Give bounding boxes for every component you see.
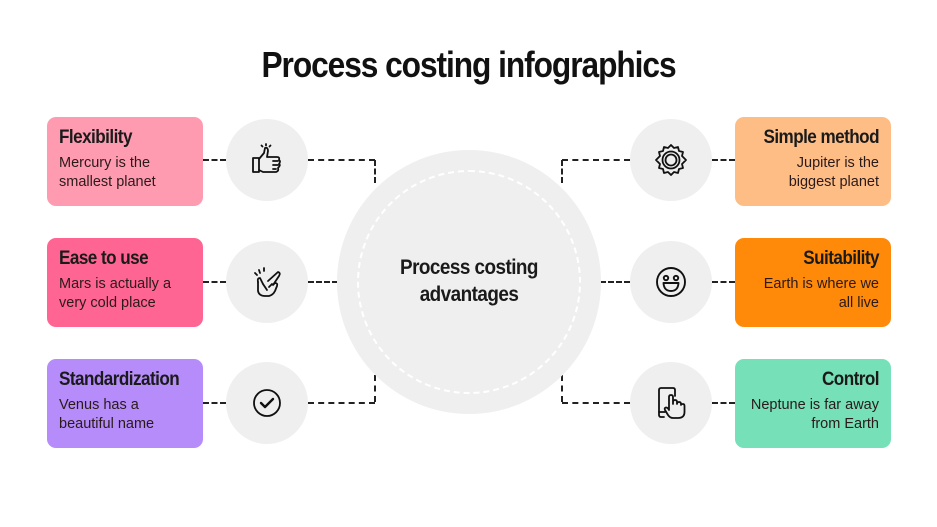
connector-line: [308, 402, 375, 404]
connector-line: [374, 160, 376, 183]
icon-circle-control: [630, 362, 712, 444]
center-circle: Process costing advantages: [337, 150, 601, 414]
card-standardization: Standardization Venus has a beautiful na…: [47, 359, 203, 448]
card-title: Suitability: [803, 248, 879, 269]
finger-snap-icon: [254, 267, 281, 297]
card-description: Mars is actually a very cold place: [59, 276, 172, 311]
icon-circle-ease-to-use: [226, 241, 308, 323]
connector-line: [600, 281, 630, 283]
icon-circle-standardization: [226, 362, 308, 444]
connector-line: [203, 402, 226, 404]
center-dashed-ring: [357, 170, 581, 394]
center-label: Process costing advantages: [350, 254, 588, 308]
card-title: Ease to use: [59, 248, 149, 269]
connector-line: [374, 375, 376, 402]
card-title: Control: [821, 369, 880, 390]
thumbs-up-icon: [252, 143, 281, 173]
card-title: Flexibility: [59, 127, 132, 148]
connector-line: [203, 159, 226, 161]
page-title: Process costing infographics: [261, 44, 676, 85]
connector-line: [712, 402, 735, 404]
card-control: Control Neptune is far away from Earth: [735, 359, 891, 448]
card-description: Mercury is the smallest planet: [59, 155, 156, 190]
card-description: Earth is where we all live: [763, 276, 879, 311]
smiley-face-icon: [656, 267, 686, 297]
touch-phone-icon: [658, 387, 686, 419]
connector-line: [562, 159, 630, 161]
check-circle-icon: [253, 389, 281, 417]
center-label-line2: advantages: [419, 283, 519, 306]
card-simple-method: Simple method Jupiter is the biggest pla…: [735, 117, 891, 206]
card-title: Simple method: [763, 127, 879, 148]
connector-line: [562, 402, 630, 404]
connector-line: [308, 281, 338, 283]
connector-line: [308, 159, 375, 161]
gear-icon: [655, 144, 687, 176]
center-label-line1: Process costing: [400, 256, 538, 279]
card-description: Venus has a beautiful name: [59, 397, 155, 432]
icon-circle-simple-method: [630, 119, 712, 201]
connector-line: [561, 160, 563, 183]
card-description: Jupiter is the biggest planet: [788, 155, 879, 190]
card-ease-to-use: Ease to use Mars is actually a very cold…: [47, 238, 203, 327]
card-description: Neptune is far away from Earth: [750, 397, 879, 432]
connector-line: [561, 375, 563, 402]
card-title: Standardization: [59, 369, 180, 390]
card-flexibility: Flexibility Mercury is the smallest plan…: [47, 117, 203, 206]
connector-line: [203, 281, 226, 283]
card-suitability: Suitability Earth is where we all live: [735, 238, 891, 327]
connector-line: [712, 281, 735, 283]
connector-line: [712, 159, 735, 161]
icon-circle-flexibility: [226, 119, 308, 201]
icon-circle-suitability: [630, 241, 712, 323]
